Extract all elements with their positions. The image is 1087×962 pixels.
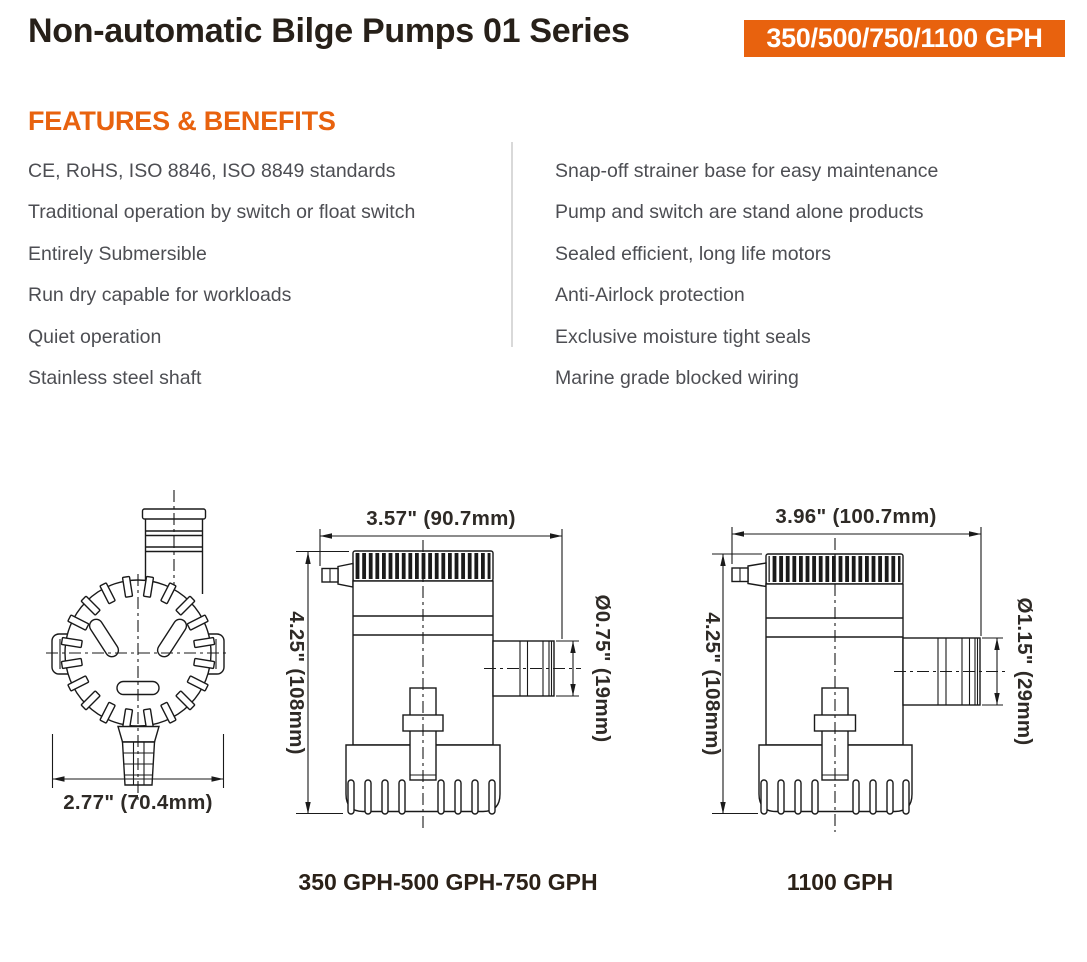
feature-item: Entirely Submersible [28, 242, 207, 265]
features-divider [511, 142, 513, 347]
small-pump-width-dimension: 3.57" (90.7mm) [366, 507, 516, 530]
features-right-column: Snap-off strainer base for easy maintena… [555, 158, 938, 406]
small-pump-outlet-dimension: Ø0.75" (19mm) [591, 594, 613, 742]
side-view-large-svg: 3.96" (100.7mm) 4.25" (108mm) [701, 505, 1036, 832]
large-pump-width-dimension: 3.96" (100.7mm) [775, 505, 936, 528]
large-pump-height-dimension: 4.25" (108mm) [701, 612, 724, 756]
large-pump-outlet-dimension: Ø1.15" (29mm) [1013, 597, 1036, 745]
feature-item: Quiet operation [28, 325, 162, 348]
feature-item: Traditional operation by switch or float… [28, 201, 416, 224]
feature-item: Run dry capable for workloads [28, 284, 292, 307]
features-heading: FEATURES & BENEFITS [28, 106, 336, 136]
feature-item: Snap-off strainer base for easy maintena… [555, 160, 939, 182]
small-pump-height-dimension: 4.25" (108mm) [285, 611, 308, 755]
side-view-small-svg: 3.57" (90.7mm) 4.25" (108mm) [285, 507, 613, 832]
feature-item: CE, RoHS, ISO 8846, ISO 8849 standards [28, 160, 396, 182]
feature-item: Anti-Airlock protection [555, 284, 745, 307]
feature-item: Exclusive moisture tight seals [555, 325, 811, 348]
pump-top-view-drawing: 2.77" (70.4mm) [18, 476, 258, 828]
small-pump-label: 350 GPH-500 GPH-750 GPH [298, 869, 598, 895]
pump-side-view-large-drawing: 3.96" (100.7mm) 4.25" (108mm) [700, 498, 1045, 843]
feature-item: Sealed efficient, long life motors [555, 242, 832, 265]
large-pump-label: 1100 GPH [786, 869, 894, 895]
gph-badge: 350/500/750/1100 GPH [744, 20, 1065, 57]
feature-item: Marine grade blocked wiring [555, 366, 799, 389]
pump-side-view-small-drawing: 3.57" (90.7mm) 4.25" (108mm) [283, 498, 613, 843]
top-view-width-dimension: 2.77" (70.4mm) [63, 791, 213, 814]
top-view-svg: 2.77" (70.4mm) [46, 490, 230, 814]
page-title: Non-automatic Bilge Pumps 01 Series [28, 12, 630, 50]
features-left-column: CE, RoHS, ISO 8846, ISO 8849 standards T… [28, 158, 415, 406]
feature-item: Pump and switch are stand alone products [555, 201, 924, 224]
feature-item: Stainless steel shaft [28, 366, 202, 389]
